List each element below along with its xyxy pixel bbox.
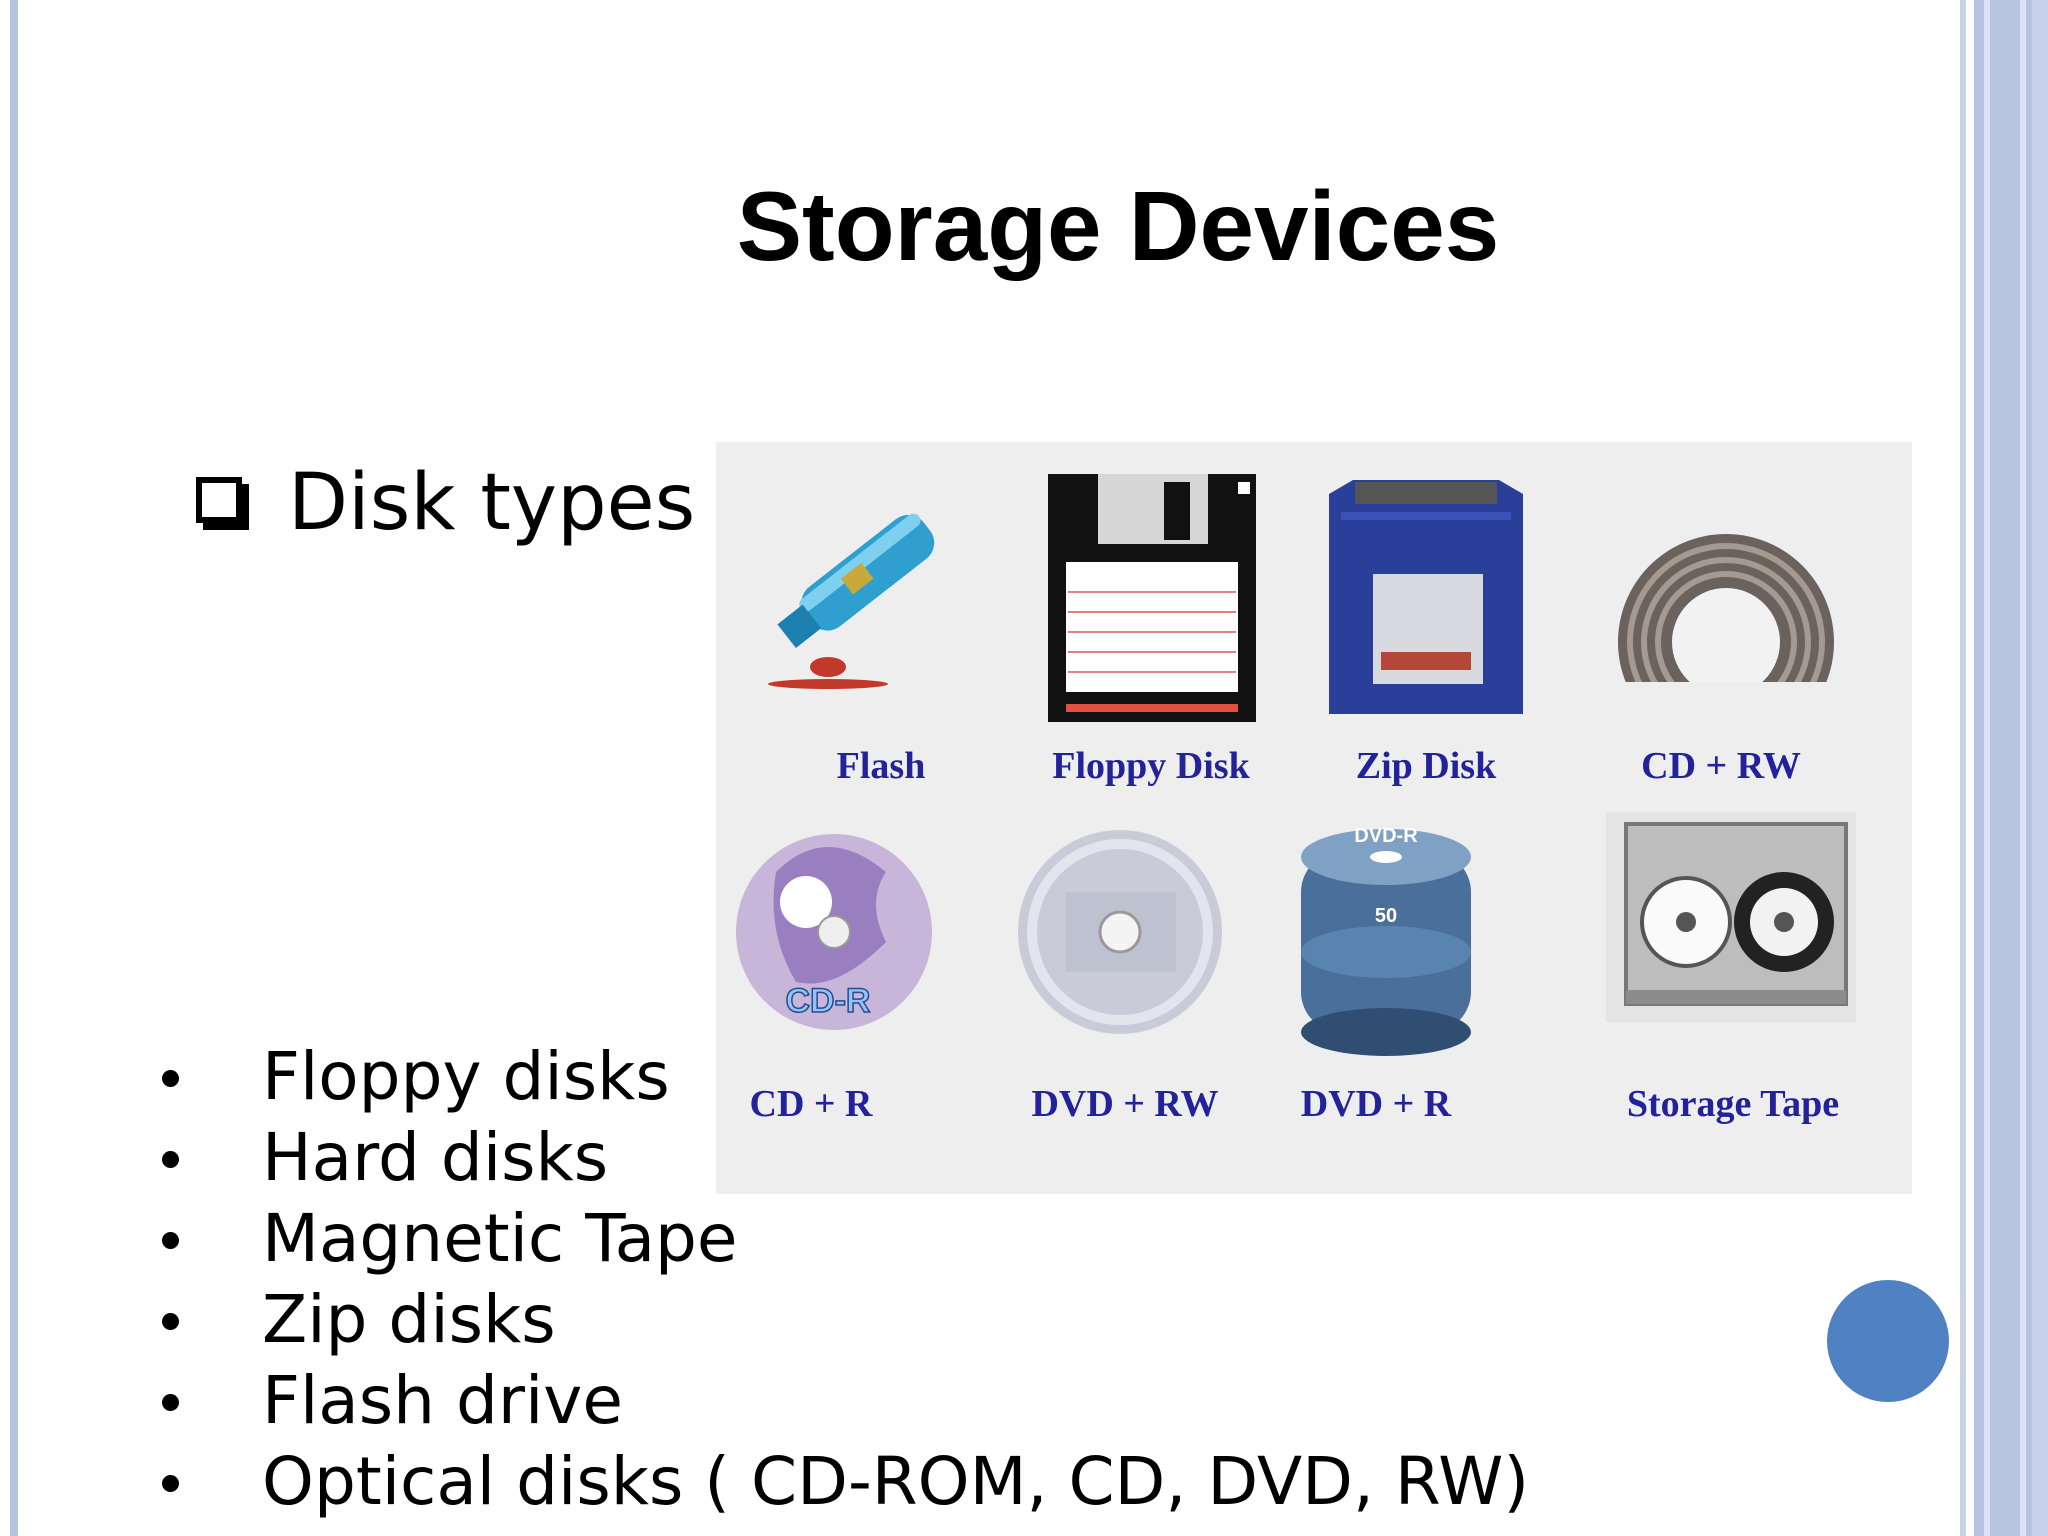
image-label-dvd-rw: DVD + RW xyxy=(1031,1083,1219,1125)
image-label-storage-tape: Storage Tape xyxy=(1626,1083,1840,1125)
section-heading-text: Disk types xyxy=(288,458,696,548)
cd-r-disc-text: CD-R xyxy=(786,982,871,1020)
image-label-floppy-disk: Floppy Disk xyxy=(1052,745,1250,787)
list-item: Magnetic Tape xyxy=(150,1198,1529,1279)
image-cell-zip-disk: Zip Disk xyxy=(1281,452,1571,787)
image-label-dvd-r: DVD + R xyxy=(1300,1083,1452,1125)
slide-title: Storage Devices xyxy=(736,171,1500,281)
dvd-spindle-icon: DVD-R 50 xyxy=(1301,825,1471,1056)
slide-frame-right-border xyxy=(1960,0,2048,1536)
bullet-dot-icon xyxy=(162,1070,179,1087)
usb-flash-drive-icon xyxy=(768,513,935,689)
disk-types-list: Floppy disks Hard disks Magnetic Tape Zi… xyxy=(150,1036,1529,1522)
bullet-dot-icon xyxy=(162,1232,179,1249)
image-cell-floppy-disk: Floppy Disk xyxy=(1006,452,1296,787)
bullet-dot-icon xyxy=(162,1394,179,1411)
image-cell-dvd-rw: DVD + RW xyxy=(1006,812,1296,1142)
list-item: Flash drive xyxy=(150,1360,1529,1441)
list-item: Floppy disks xyxy=(150,1036,1529,1117)
cd-r-icon: CD-R xyxy=(736,834,932,1030)
cd-rw-icon xyxy=(1618,534,1834,682)
dvd-spindle-top-text: DVD-R xyxy=(1354,825,1418,847)
bullet-dot-icon xyxy=(162,1475,179,1492)
list-item: Zip disks xyxy=(150,1279,1529,1360)
image-label-zip-disk: Zip Disk xyxy=(1355,745,1497,787)
list-item: Hard disks xyxy=(150,1117,1529,1198)
zip-disk-icon xyxy=(1329,480,1523,714)
image-cell-flash: Flash xyxy=(736,452,1026,787)
image-label-flash: Flash xyxy=(836,745,926,787)
image-label-cd-r: CD + R xyxy=(749,1083,873,1125)
bullet-dot-icon xyxy=(162,1313,179,1330)
image-cell-dvd-r: DVD-R 50 DVD + R xyxy=(1281,812,1571,1142)
section-heading: Disk types xyxy=(196,458,695,548)
slide-frame-left-border xyxy=(10,0,18,1536)
image-cell-cd-r: CD-R CD + R xyxy=(736,812,1026,1142)
image-cell-cd-rw: CD + RW xyxy=(1576,452,1866,787)
storage-devices-image: Flash Floppy Disk Zip Disk xyxy=(716,442,1912,1194)
bullet-dot-icon xyxy=(162,1151,179,1168)
decorative-circle xyxy=(1827,1280,1949,1402)
dvd-rw-icon xyxy=(1018,830,1222,1034)
image-label-cd-rw: CD + RW xyxy=(1641,745,1801,787)
storage-tape-icon xyxy=(1606,812,1856,1022)
dvd-spindle-count-text: 50 xyxy=(1375,905,1397,927)
list-item: Optical disks ( CD-ROM, CD, DVD, RW) xyxy=(150,1441,1529,1522)
floppy-disk-icon xyxy=(1048,474,1256,722)
image-cell-storage-tape: Storage Tape xyxy=(1606,812,1896,1142)
square-bullet-icon xyxy=(196,477,242,523)
